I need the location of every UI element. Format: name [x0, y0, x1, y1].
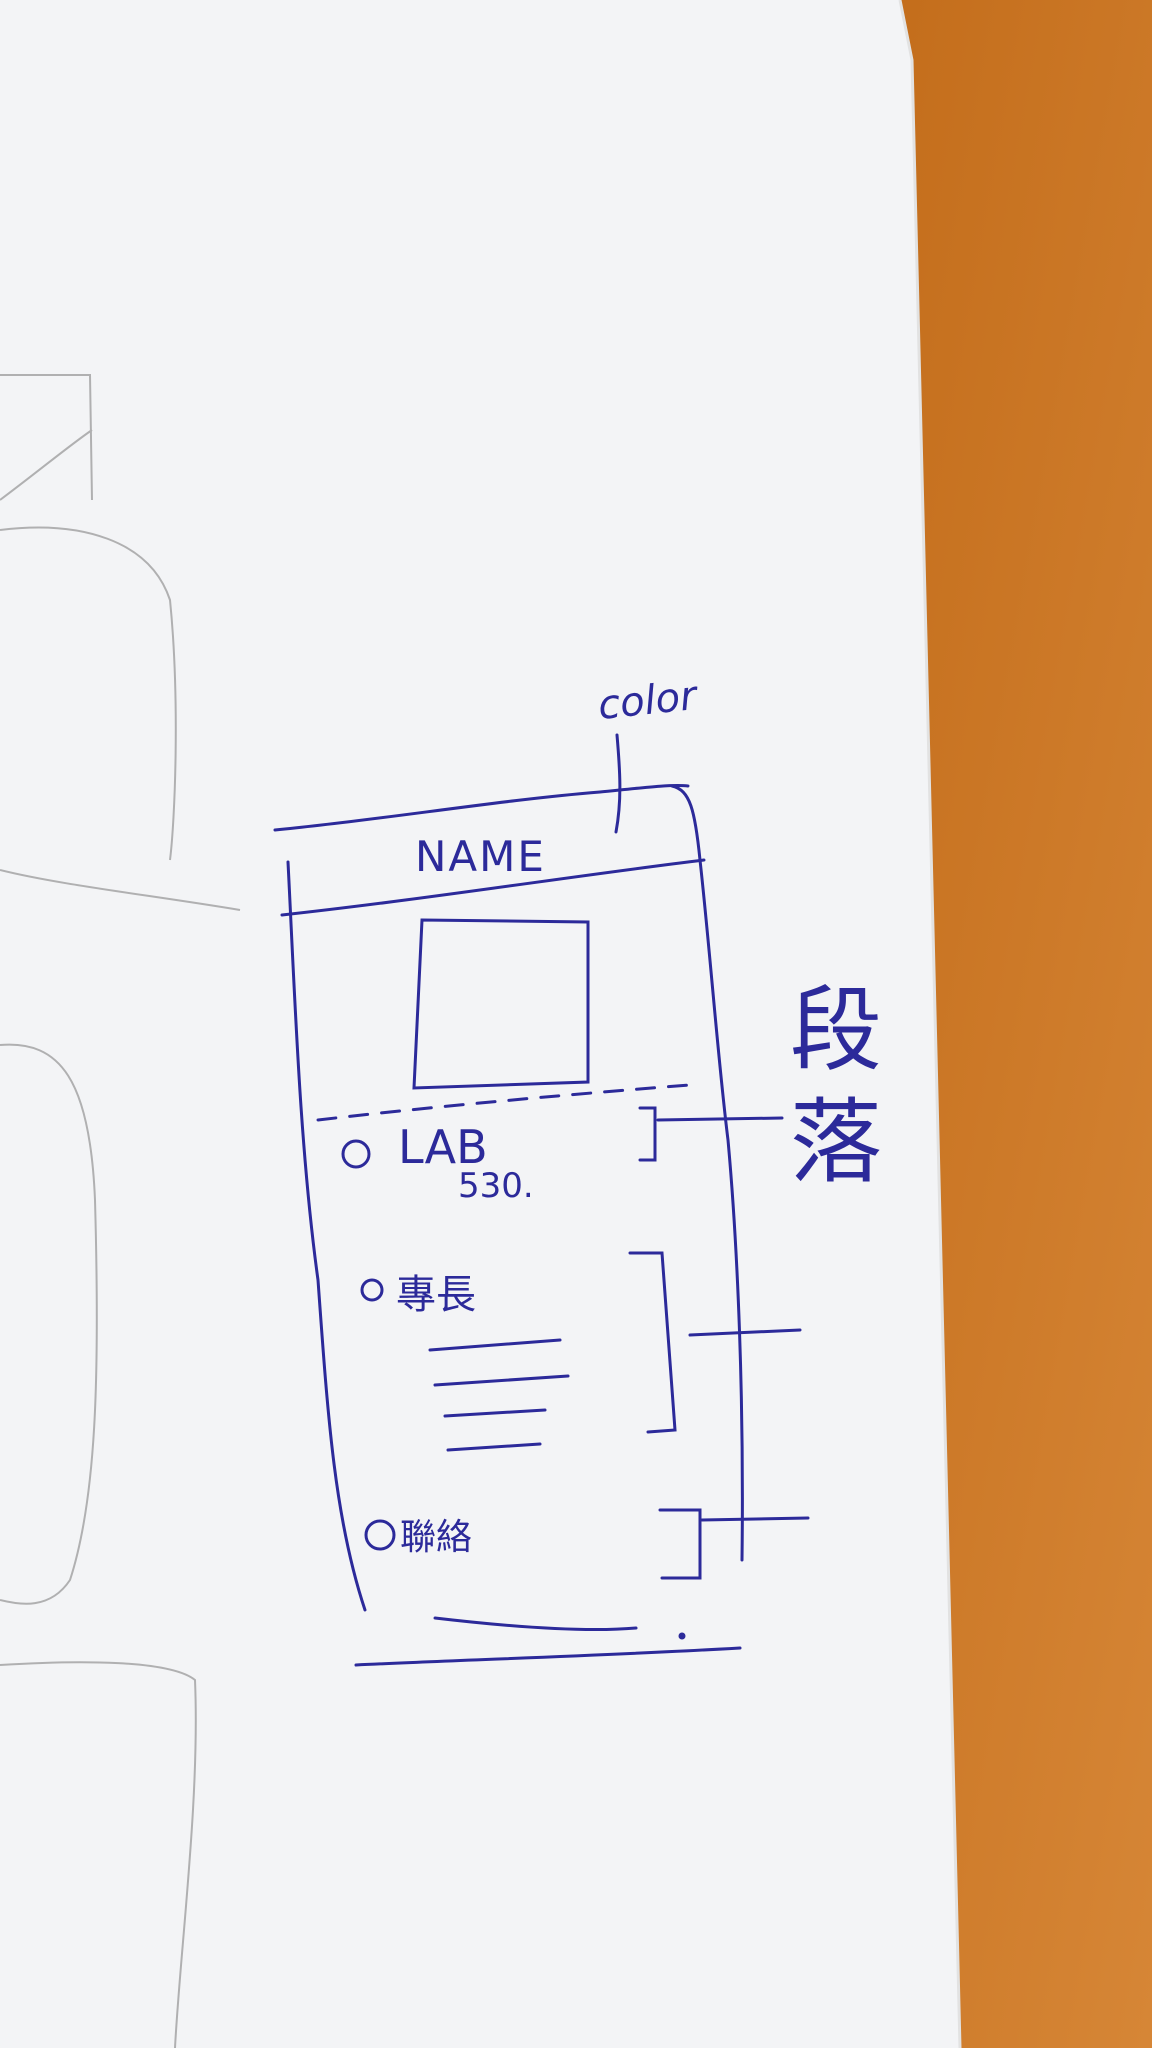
pencil-marks — [0, 374, 241, 2048]
section-annotation: 段落 — [790, 977, 883, 1196]
header-title: NAME — [415, 832, 546, 881]
item-expertise-label: 專長 — [396, 1272, 476, 1318]
item-contact-label: 聯絡 — [400, 1517, 473, 1558]
item-lab-sub: 530. — [458, 1166, 534, 1206]
color-annotation: color — [595, 672, 699, 730]
wireframe-sketch — [273, 733, 810, 1667]
item-lab-label: LAB — [398, 1120, 488, 1174]
